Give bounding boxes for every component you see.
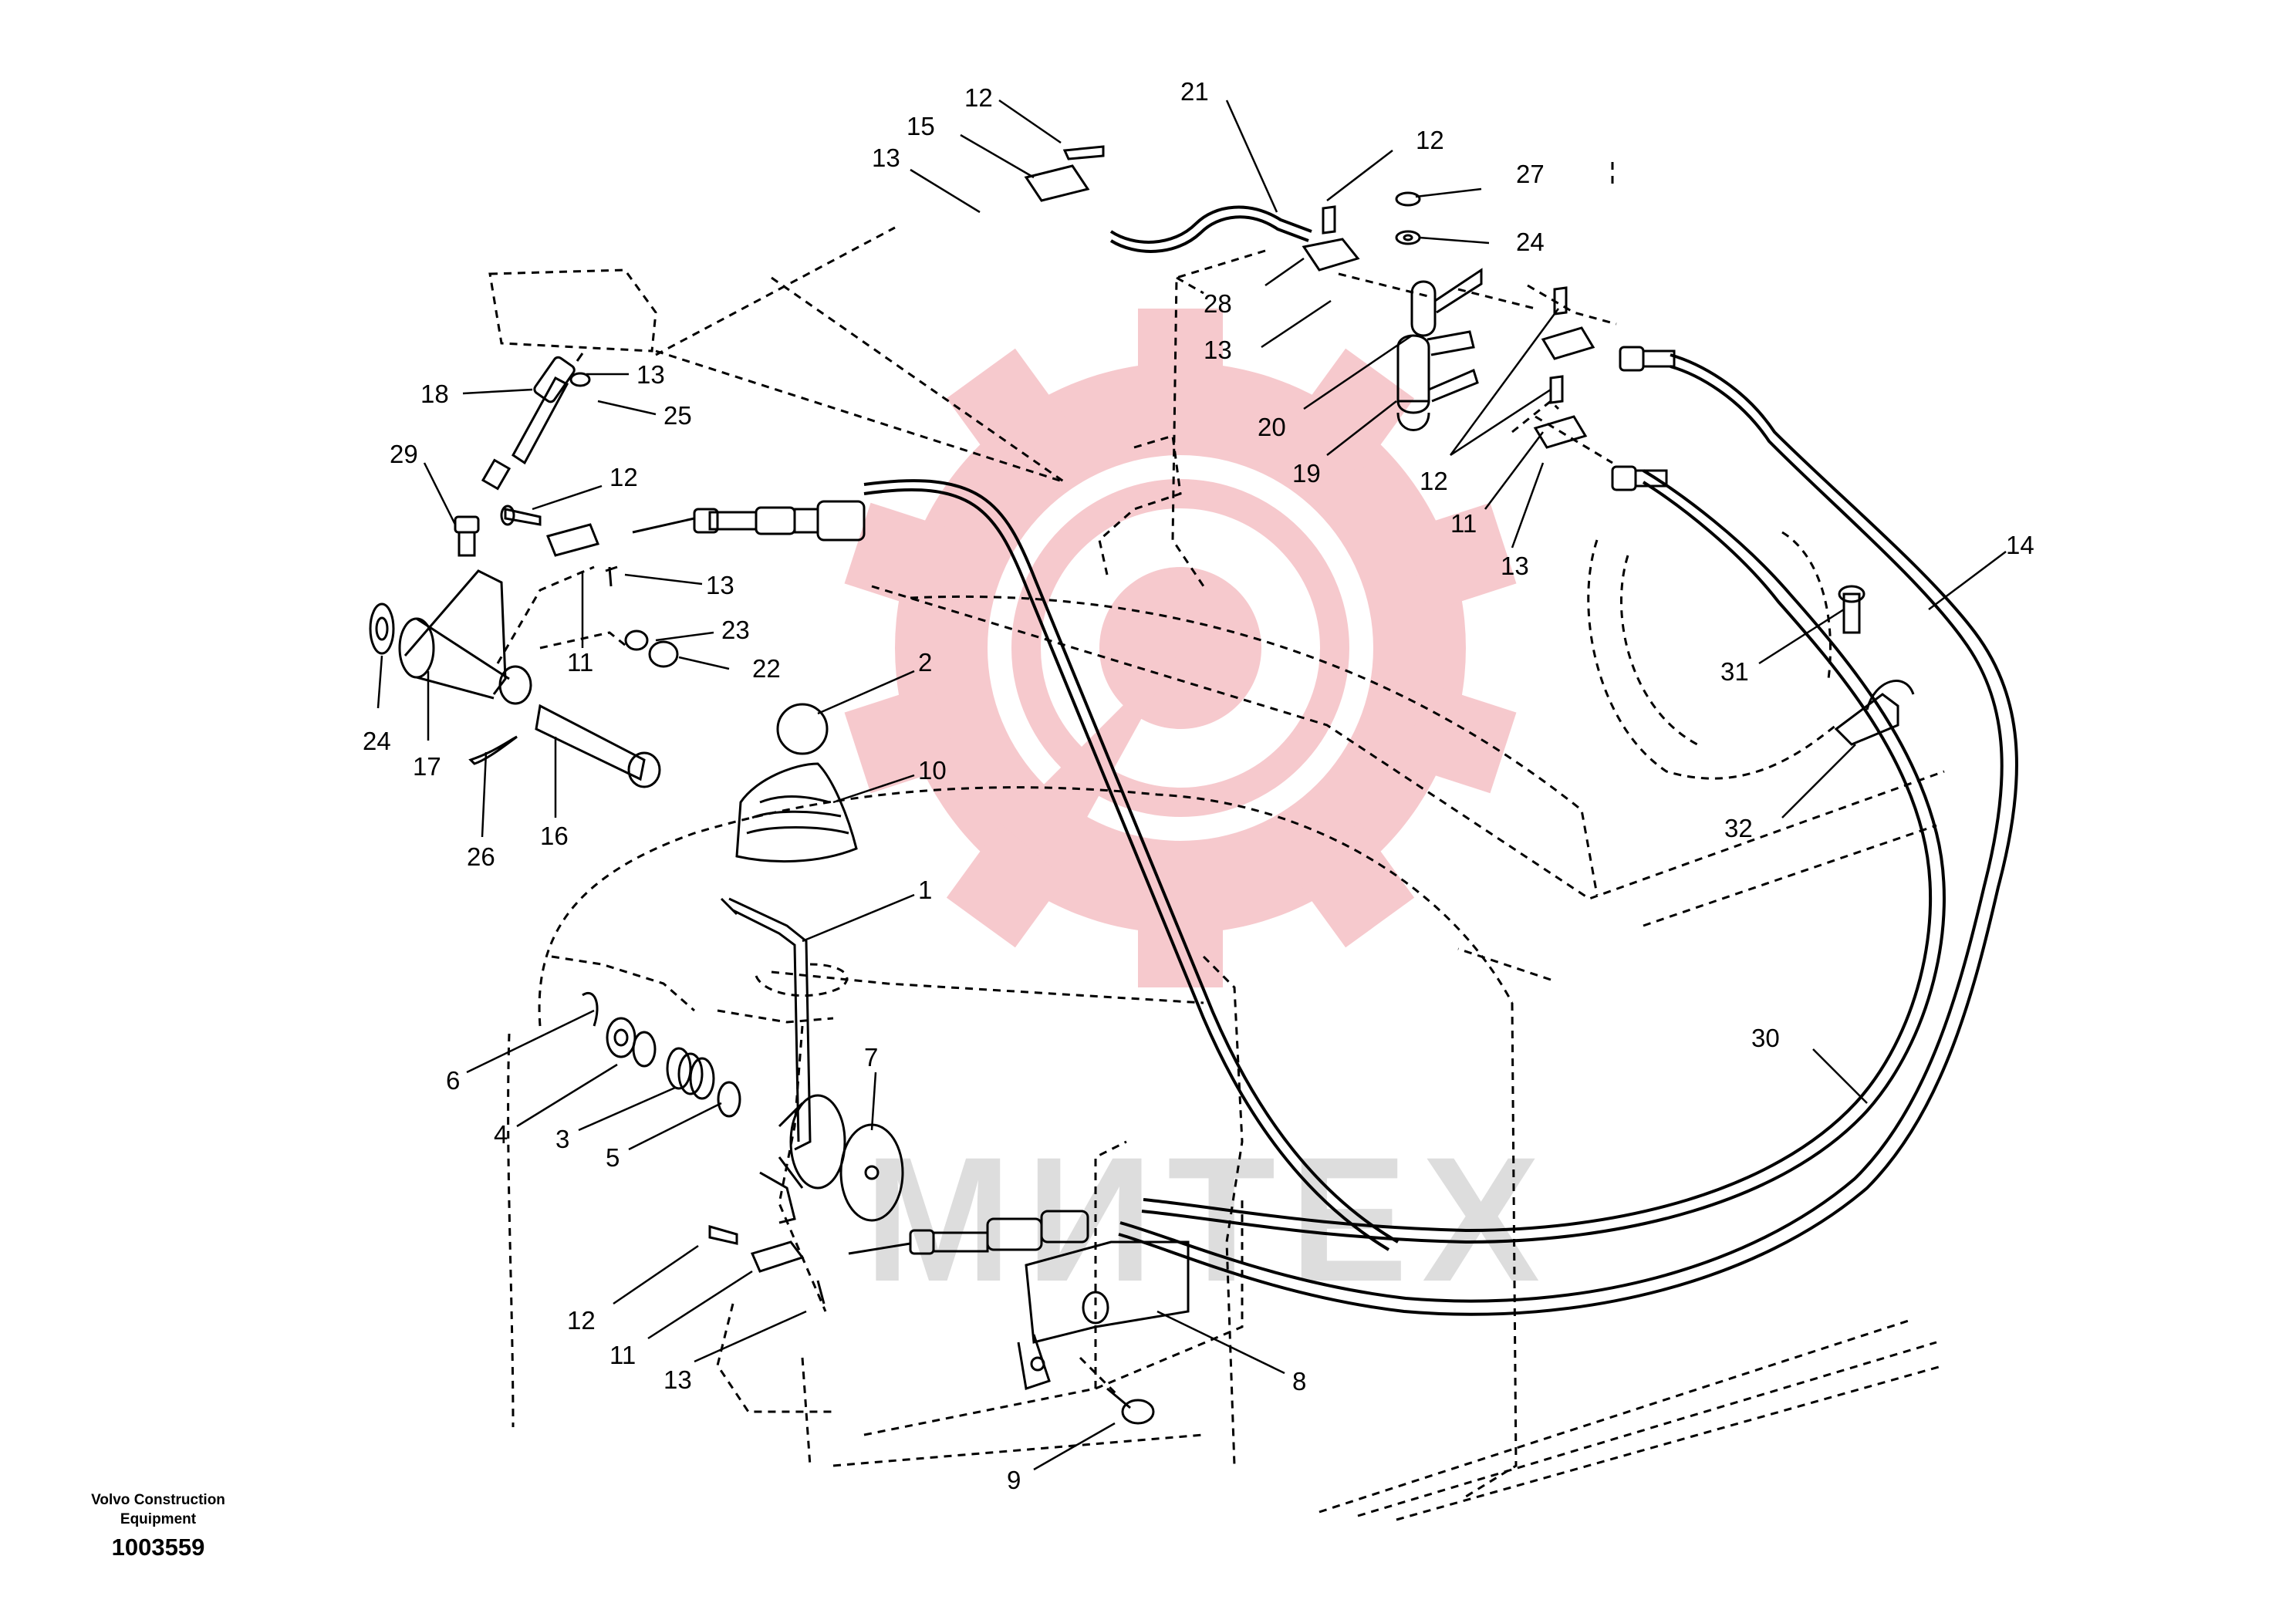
company-name-line1: Volvo Construction: [91, 1492, 225, 1508]
callout-18: 18: [420, 380, 449, 408]
gear-tooth: [1291, 348, 1415, 474]
gear-tooth: [946, 348, 1070, 474]
callout-20: 20: [1258, 413, 1286, 441]
callout-24-topright: 24: [1516, 228, 1545, 256]
callout-14: 14: [2006, 531, 2034, 559]
callout-29: 29: [390, 440, 418, 468]
callout-26: 26: [467, 842, 495, 871]
callout-13-right: 13: [1501, 552, 1529, 580]
callout-12-top: 12: [964, 83, 993, 112]
callout-13-top: 13: [872, 143, 900, 172]
gear-tooth: [1291, 822, 1415, 948]
gear-tooth: [1402, 683, 1517, 794]
callout-13-left: 13: [636, 360, 665, 389]
callout-13-bottom: 13: [663, 1365, 692, 1394]
callout-leaders: [376, 99, 2007, 1471]
callout-13-mid: 13: [1204, 336, 1232, 364]
callout-11-bottom: 11: [609, 1341, 636, 1369]
watermark-gear-logo: [844, 309, 1517, 987]
callout-31: 31: [1720, 657, 1749, 686]
callout-2: 2: [918, 648, 932, 677]
callout-30: 30: [1751, 1024, 1780, 1052]
callout-12-topright: 12: [1416, 126, 1444, 154]
callout-7: 7: [864, 1043, 878, 1072]
gear-tooth: [844, 502, 959, 613]
callout-11-right: 11: [1450, 509, 1477, 538]
callout-1: 1: [918, 876, 932, 904]
callout-9: 9: [1007, 1466, 1021, 1494]
callout-5: 5: [606, 1143, 620, 1172]
callout-15: 15: [907, 112, 935, 140]
part-number: 1003559: [111, 1534, 205, 1561]
callout-23: 23: [721, 616, 750, 644]
callout-27: 27: [1516, 160, 1545, 188]
callout-13-left2: 13: [706, 571, 734, 599]
callout-19: 19: [1292, 459, 1321, 488]
callout-10: 10: [918, 756, 947, 785]
footer-branding: Volvo Construction Equipment 1003559: [46, 1490, 270, 1561]
callout-17: 17: [413, 752, 441, 781]
gear-tooth: [1138, 309, 1223, 401]
callout-12-bottom: 12: [567, 1306, 596, 1335]
callout-8: 8: [1292, 1367, 1306, 1396]
callout-21: 21: [1180, 77, 1209, 106]
callout-12-left: 12: [609, 463, 638, 491]
callout-6: 6: [446, 1066, 460, 1095]
callout-labels: 12 21 15 13 12 27 24 28 13 20 19 12 11 1…: [363, 77, 2034, 1494]
gear-tooth: [1138, 895, 1223, 987]
callout-22: 22: [752, 654, 781, 683]
machine-outline: [488, 162, 1945, 1521]
parts-linework: [369, 145, 2018, 1425]
callout-25: 25: [663, 401, 692, 430]
callout-3: 3: [555, 1125, 569, 1153]
callout-24-left: 24: [363, 727, 391, 755]
callout-16: 16: [540, 822, 569, 850]
callout-4: 4: [494, 1120, 508, 1149]
callout-11-left: 11: [567, 648, 593, 677]
callout-28: 28: [1204, 289, 1232, 318]
gear-tooth: [1402, 502, 1517, 613]
company-name-line2: Equipment: [120, 1511, 197, 1527]
gear-tooth: [844, 683, 959, 794]
callout-32: 32: [1724, 814, 1753, 842]
callout-12-right: 12: [1420, 467, 1448, 495]
